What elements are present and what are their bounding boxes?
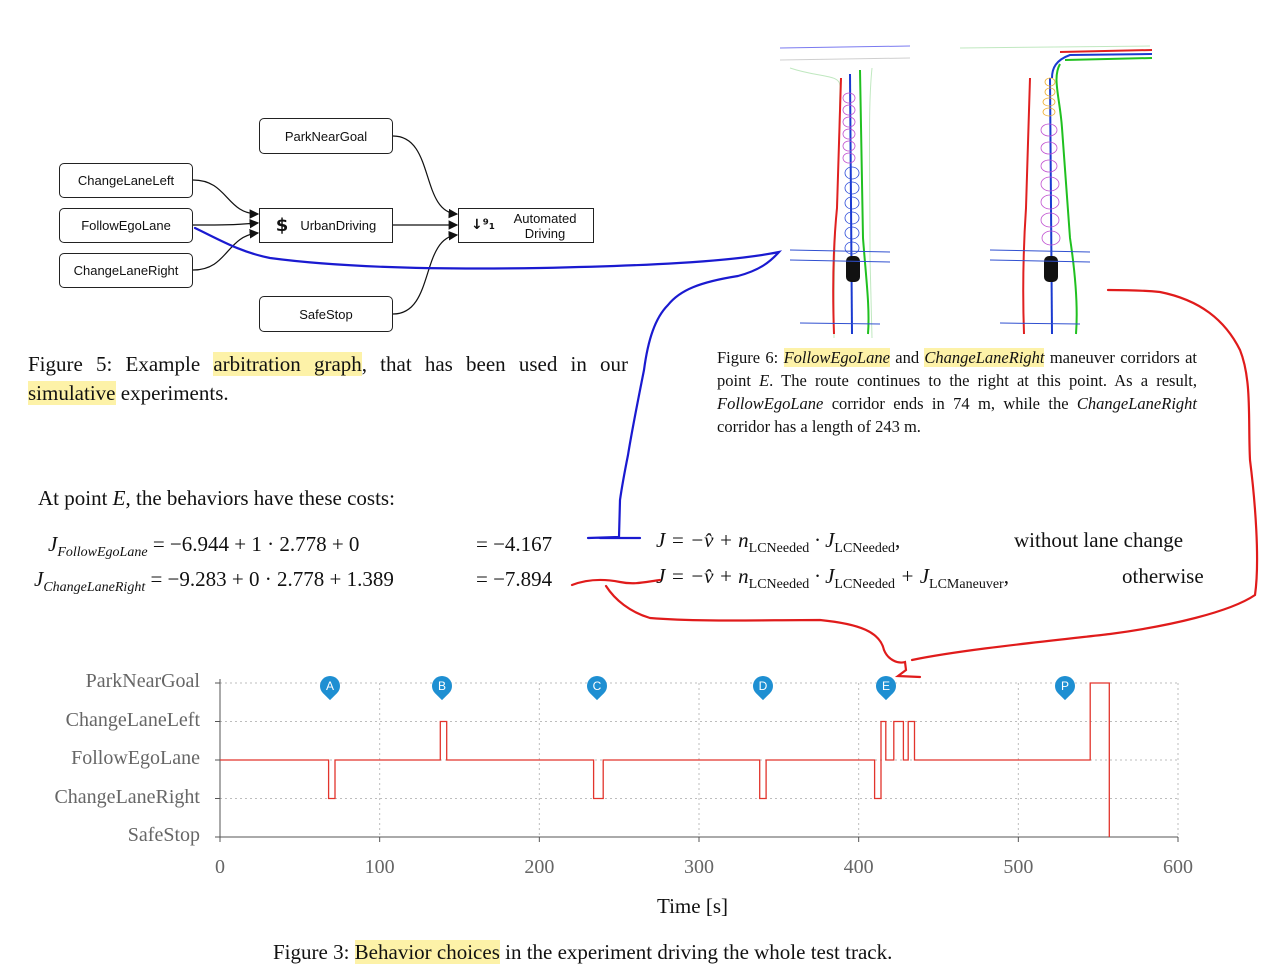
y-tick-label: FollowEgoLane bbox=[71, 747, 200, 769]
formula2-part-d: , bbox=[1003, 564, 1009, 588]
formula1-part-c: , bbox=[895, 528, 901, 552]
point-marker-label: A bbox=[326, 679, 335, 693]
point-marker-label: E bbox=[881, 679, 890, 693]
figure5-highlight-arbitration-graph: arbitration graph bbox=[213, 352, 362, 376]
figure6-text: Figure 6: bbox=[717, 348, 784, 367]
figure6-text-and: and bbox=[889, 348, 925, 367]
figure6-text-5: corridor has a length of 243 m. bbox=[717, 417, 921, 436]
node-park-near-goal: ParkNearGoal bbox=[259, 118, 393, 154]
point-marker: C bbox=[582, 671, 611, 701]
figure6-text-3: . The route continues to the right at th… bbox=[769, 371, 1197, 390]
figure6-text-4: corridor ends in 74 m, while the bbox=[823, 394, 1077, 413]
point-marker: B bbox=[427, 671, 457, 701]
node-urban-driving: $ UrbanDriving bbox=[259, 208, 393, 243]
figure6-corridor-images bbox=[779, 45, 1153, 338]
formula2-sub-a: LCNeeded bbox=[748, 577, 810, 592]
cost-row-change-lane-right: JChangeLaneRight = −9.283 + 0 · 2.778 + … bbox=[34, 567, 394, 595]
point-marker-label: B bbox=[437, 679, 446, 693]
figure6-highlight-follow-ego-lane: FollowEgoLane bbox=[783, 348, 890, 367]
cost-formula-1-condition: without lane change bbox=[1014, 528, 1184, 552]
cost-row1-expression: = −6.944 + 1 · 2.778 + 0 bbox=[152, 532, 360, 556]
node-automated-driving: ↓⁹₁ Automated Driving bbox=[458, 208, 594, 243]
figure6-highlight-change-lane-right: ChangeLaneRight bbox=[924, 348, 1045, 367]
cost-row2-subscript: ChangeLaneRight bbox=[43, 580, 146, 595]
node-automated-driving-label: Automated Driving bbox=[513, 210, 577, 241]
cost-row2-expression: = −9.283 + 0 · 2.778 + 1.389 bbox=[150, 567, 394, 591]
formula2-part-c: + J bbox=[895, 564, 930, 588]
cost-row-follow-ego-lane: JFollowEgoLane = −6.944 + 1 · 2.778 + 0 bbox=[48, 532, 360, 560]
y-tick-label: ChangeLaneLeft bbox=[65, 708, 200, 731]
y-tick-label: ParkNearGoal bbox=[85, 670, 200, 692]
figure6-caption: Figure 6: FollowEgoLane and ChangeLaneRi… bbox=[717, 346, 1197, 438]
formula1-part-a: J = −v̂ + n bbox=[656, 528, 749, 552]
figure3-highlight-behavior-choices: Behavior choices bbox=[354, 940, 500, 964]
figure5-text-3: experiments. bbox=[115, 381, 229, 405]
node-change-lane-right: ChangeLaneRight bbox=[59, 253, 193, 288]
figure5-highlight-simulative: simulative bbox=[28, 381, 116, 405]
figure3-caption: Figure 3: Behavior choices in the experi… bbox=[273, 940, 892, 965]
costs-intro-point: E bbox=[112, 486, 126, 510]
figure3-text: Figure 3: bbox=[273, 940, 355, 964]
cost-formula-2: J = −v̂ + nLCNeeded · JLCNeeded + JLCMan… bbox=[656, 564, 1009, 593]
cost-row1-subscript: FollowEgoLane bbox=[57, 545, 148, 560]
figure6-italic-follow-ego-lane: FollowEgoLane bbox=[717, 394, 824, 413]
formula1-part-b: · J bbox=[809, 528, 835, 552]
cost-formula-1: J = −v̂ + nLCNeeded · JLCNeeded, bbox=[656, 528, 900, 557]
cost-row2-result: = −7.894 bbox=[476, 567, 553, 591]
point-marker-label: P bbox=[1060, 679, 1069, 693]
x-tick-label: 400 bbox=[843, 856, 874, 878]
x-tick-label: 600 bbox=[1163, 856, 1193, 878]
y-tick-label: SafeStop bbox=[127, 824, 200, 846]
node-change-lane-left: ChangeLaneLeft bbox=[59, 163, 193, 198]
formula1-sub-a: LCNeeded bbox=[748, 541, 810, 556]
sort-numeric-icon: ↓⁹₁ bbox=[471, 217, 495, 233]
figure5-caption: Figure 5: Example arbitration graph, tha… bbox=[28, 350, 628, 408]
behavior-series-line bbox=[220, 682, 1110, 837]
x-tick-label: 0 bbox=[215, 856, 225, 878]
formula2-part-b: · J bbox=[809, 564, 835, 588]
node-follow-ego-lane: FollowEgoLane bbox=[59, 208, 193, 243]
formula2-sub-c: LCManeuver bbox=[929, 577, 1004, 592]
node-urban-driving-label: UrbanDriving bbox=[300, 218, 377, 233]
point-marker: E bbox=[871, 671, 900, 701]
costs-intro-text: At point bbox=[38, 486, 113, 510]
x-tick-label: 200 bbox=[524, 856, 555, 878]
formula2-part-a: J = −v̂ + n bbox=[656, 564, 749, 588]
costs-intro: At point E, the behaviors have these cos… bbox=[38, 486, 395, 511]
corridor-change-lane-right bbox=[959, 45, 1153, 335]
figure6-point: E bbox=[759, 371, 770, 390]
corridor-follow-ego-lane bbox=[779, 45, 911, 338]
figure5-text: Figure 5: Example bbox=[28, 352, 214, 376]
figure6-italic-change-lane-right: ChangeLaneRight bbox=[1076, 394, 1197, 413]
point-marker: D bbox=[748, 671, 778, 701]
cost-row1-result: = −4.167 bbox=[476, 532, 553, 556]
x-tick-label: 300 bbox=[684, 856, 714, 878]
node-safe-stop: SafeStop bbox=[259, 296, 393, 332]
point-marker: P bbox=[1050, 671, 1079, 701]
point-marker-label: D bbox=[758, 679, 768, 693]
costs-intro-text-2: , the behaviors have these costs: bbox=[125, 486, 395, 510]
dollar-icon: $ bbox=[275, 215, 289, 236]
behavior-chart-plot bbox=[215, 679, 1179, 842]
chart-x-axis-label: Time [s] bbox=[657, 894, 728, 918]
figure5-text-2: , that has been used in our bbox=[361, 352, 628, 376]
cost-formula-2-condition: otherwise bbox=[1122, 564, 1204, 588]
x-tick-label: 500 bbox=[1003, 856, 1034, 878]
formula2-sub-b: LCNeeded bbox=[834, 577, 896, 592]
x-tick-label: 100 bbox=[364, 856, 395, 878]
point-marker-label: C bbox=[592, 679, 602, 693]
formula1-sub-b: LCNeeded bbox=[834, 541, 896, 556]
figure3-text-2: in the experiment driving the whole test… bbox=[499, 940, 893, 964]
y-tick-label: ChangeLaneRight bbox=[54, 785, 200, 808]
